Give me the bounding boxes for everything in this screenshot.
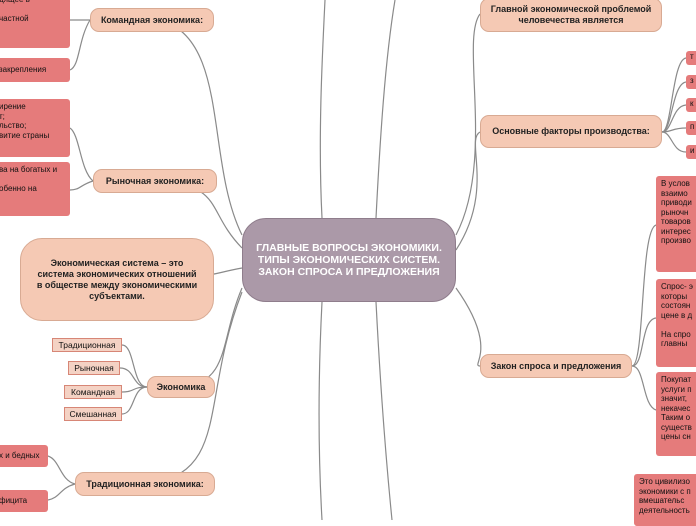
- main-problem-label: Главной экономической проблемой человече…: [490, 4, 652, 25]
- market-leaf-1[interactable]: ирение т; льство; витие страны: [0, 99, 70, 157]
- factors-label: Основные факторы производства:: [492, 126, 650, 136]
- type-traditional[interactable]: Традиционная: [52, 338, 122, 352]
- factor-leaf-4-text: п: [690, 122, 695, 131]
- traditional-leaf-2[interactable]: фицита: [0, 490, 48, 512]
- law-leaf-3[interactable]: Покупат услуги п значит, некачес Таким о…: [656, 372, 696, 456]
- type-traditional-text: Традиционная: [58, 340, 116, 350]
- main-problem-node[interactable]: Главной экономической проблемой человече…: [480, 0, 662, 32]
- traditional-leaf-1-text: х и бедных: [0, 451, 40, 461]
- factors-node[interactable]: Основные факторы производства:: [480, 115, 662, 148]
- economy-label: Экономика: [156, 381, 206, 392]
- type-command-text: Командная: [71, 387, 115, 397]
- law-leaf-2[interactable]: Спрос- э которы состоян цене в д На спро…: [656, 279, 696, 367]
- law-leaf-1[interactable]: В услов взаимо приводи рыночн товаров ин…: [656, 176, 696, 272]
- command-leaf-1[interactable]: дящее в частной: [0, 0, 70, 48]
- factor-leaf-2[interactable]: з: [686, 75, 696, 89]
- command-economy-label: Командная экономика:: [100, 14, 204, 25]
- central-topic-text: ГЛАВНЫЕ ВОПРОСЫ ЭКОНОМИКИ. ТИПЫ ЭКОНОМИЧ…: [256, 242, 442, 278]
- traditional-leaf-2-text: фицита: [0, 496, 28, 506]
- law-leaf-1-text: В услов взаимо приводи рыночн товаров ин…: [661, 179, 692, 245]
- mixed-economy-leaf-text: Это цивилизо экономики с п вмешательс де…: [639, 477, 691, 515]
- factor-leaf-4[interactable]: п: [686, 121, 696, 135]
- factor-leaf-3[interactable]: к: [686, 98, 696, 112]
- market-economy-node[interactable]: Рыночная экономика:: [93, 169, 217, 193]
- market-leaf-1-text: ирение т; льство; витие страны: [0, 102, 50, 140]
- type-market-text: Рыночная: [74, 363, 114, 373]
- traditional-economy-label: Традиционная экономика:: [86, 478, 204, 489]
- command-leaf-1-text: дящее в частной: [0, 0, 30, 23]
- factor-leaf-2-text: з: [690, 76, 694, 85]
- type-mixed[interactable]: Смешанная: [64, 407, 122, 421]
- factor-leaf-5[interactable]: и: [686, 145, 696, 159]
- command-economy-node[interactable]: Командная экономика:: [90, 8, 214, 32]
- factor-leaf-3-text: к: [690, 99, 694, 108]
- economic-system-definition[interactable]: Экономическая система – это система экон…: [20, 238, 214, 321]
- factor-leaf-5-text: и: [690, 146, 695, 155]
- mixed-economy-leaf[interactable]: Это цивилизо экономики с п вмешательс де…: [634, 474, 696, 526]
- law-leaf-2-text: Спрос- э которы состоян цене в д На спро…: [661, 282, 693, 348]
- market-economy-label: Рыночная экономика:: [105, 175, 205, 186]
- command-leaf-2-text: закрепления: [0, 65, 47, 75]
- command-leaf-2[interactable]: закрепления: [0, 58, 70, 82]
- type-command[interactable]: Командная: [64, 385, 122, 399]
- market-leaf-2[interactable]: ва на богатых и обенно на: [0, 162, 70, 216]
- law-leaf-3-text: Покупат услуги п значит, некачес Таким о…: [661, 375, 692, 441]
- law-label: Закон спроса и предложения: [490, 360, 622, 371]
- type-mixed-text: Смешанная: [69, 409, 117, 419]
- definition-text: Экономическая система – это система экон…: [36, 257, 198, 301]
- central-topic[interactable]: ГЛАВНЫЕ ВОПРОСЫ ЭКОНОМИКИ. ТИПЫ ЭКОНОМИЧ…: [242, 218, 456, 302]
- market-leaf-2-text: ва на богатых и обенно на: [0, 165, 58, 193]
- type-market[interactable]: Рыночная: [68, 361, 120, 375]
- traditional-leaf-1[interactable]: х и бедных: [0, 445, 48, 467]
- factor-leaf-1-text: т: [690, 52, 694, 61]
- law-node[interactable]: Закон спроса и предложения: [480, 354, 632, 378]
- factor-leaf-1[interactable]: т: [686, 51, 696, 65]
- economy-node[interactable]: Экономика: [147, 376, 215, 398]
- traditional-economy-node[interactable]: Традиционная экономика:: [75, 472, 215, 496]
